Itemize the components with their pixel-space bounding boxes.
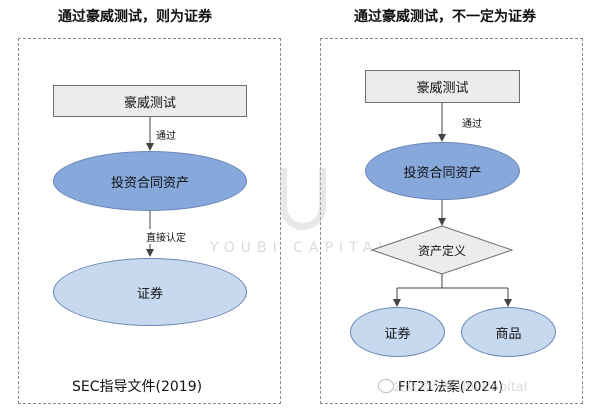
left-heading: 通过豪威测试，则为证券 [58,9,212,25]
right-howey-test-box: 豪威测试 [365,70,520,103]
watermark-logo-icon [280,168,326,230]
asset-definition-label: 资产定义 [417,243,466,258]
left-panel [18,38,281,404]
right-security-ellipse: 证券 [350,307,445,357]
left-pass-label: 通过 [156,131,176,142]
right-heading: 通过豪威测试，不一定为证券 [354,9,536,25]
wechat-icon [378,378,394,393]
left-investment-contract-ellipse: 投资合同资产 [53,151,247,211]
source-text: 公众号 · Youbi Capital [392,380,528,395]
right-commodity-ellipse: 商品 [461,307,556,357]
left-caption: SEC指导文件(2019) [72,379,203,395]
left-security-ellipse: 证券 [53,258,247,326]
right-caption-visible: FIT21法案(2024) [398,380,504,395]
source-credit: FIT21法案(2024) 公众号 · Youbi Capital [378,376,527,395]
watermark-text: YOUBI CAPITAL [210,240,393,256]
right-investment-contract-ellipse: 投资合同资产 [365,142,520,200]
left-howey-test-box: 豪威测试 [53,85,247,117]
right-pass-label: 通过 [462,119,482,130]
left-direct-determination-label: 直接认定 [146,229,186,244]
